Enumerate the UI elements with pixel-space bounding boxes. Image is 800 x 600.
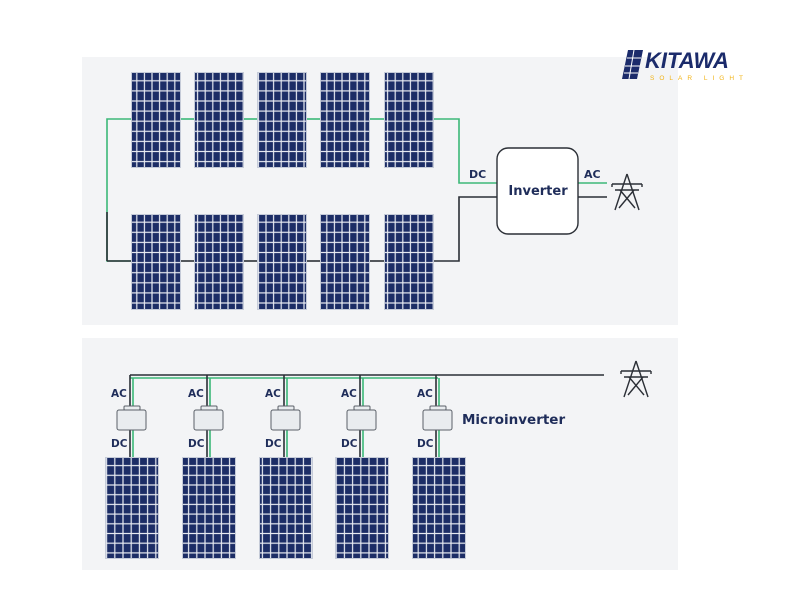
string-wiring — [106, 118, 607, 262]
micro-ac-label: AC — [188, 388, 204, 400]
logo-brand-name: KITAWA — [645, 48, 729, 73]
kitawa-logo: KITAWA SOLAR LIGHT — [622, 48, 748, 82]
micro-dc-label: DC — [188, 438, 205, 450]
solar-panel — [182, 457, 236, 559]
micro-wiring — [129, 375, 440, 458]
inverter-box — [496, 147, 579, 235]
transmission-tower-icon — [611, 173, 643, 211]
micro-ac-label: AC — [341, 388, 357, 400]
solar-panel — [320, 72, 370, 168]
microinverter-box — [193, 405, 224, 431]
solar-panel — [335, 457, 389, 559]
solar-panel — [131, 214, 181, 310]
solar-panel — [384, 72, 434, 168]
microinverter-units — [116, 405, 453, 431]
dc-label: DC — [469, 168, 486, 181]
logo-panel-icon — [622, 49, 643, 80]
microinverter-box — [116, 405, 147, 431]
micro-ac-label: AC — [111, 388, 127, 400]
solar-panel — [131, 72, 181, 168]
solar-panel — [257, 214, 307, 310]
solar-panel — [259, 457, 313, 559]
solar-panel — [257, 72, 307, 168]
microinverter-box — [346, 405, 377, 431]
microinverter-box — [422, 405, 453, 431]
ac-label: AC — [584, 168, 601, 181]
solar-panel — [194, 214, 244, 310]
solar-panel — [194, 72, 244, 168]
logo-tagline: SOLAR LIGHT — [650, 75, 748, 82]
panel-row-bottom — [131, 214, 434, 310]
micro-dc-label: DC — [341, 438, 358, 450]
micro-ac-label: AC — [265, 388, 281, 400]
micro-panel-row — [105, 457, 466, 559]
solar-panel — [320, 214, 370, 310]
panel-row-top — [131, 72, 434, 168]
micro-dc-label: DC — [265, 438, 282, 450]
solar-panel — [384, 214, 434, 310]
micro-dc-label: DC — [111, 438, 128, 450]
transmission-tower-icon — [620, 360, 652, 398]
micro-dc-label: DC — [417, 438, 434, 450]
solar-panel — [412, 457, 466, 559]
micro-ac-label: AC — [417, 388, 433, 400]
microinverter-box — [270, 405, 301, 431]
inverter-label: Inverter — [508, 184, 568, 199]
microinverter-label: Microinverter — [462, 412, 565, 428]
solar-panel — [105, 457, 159, 559]
